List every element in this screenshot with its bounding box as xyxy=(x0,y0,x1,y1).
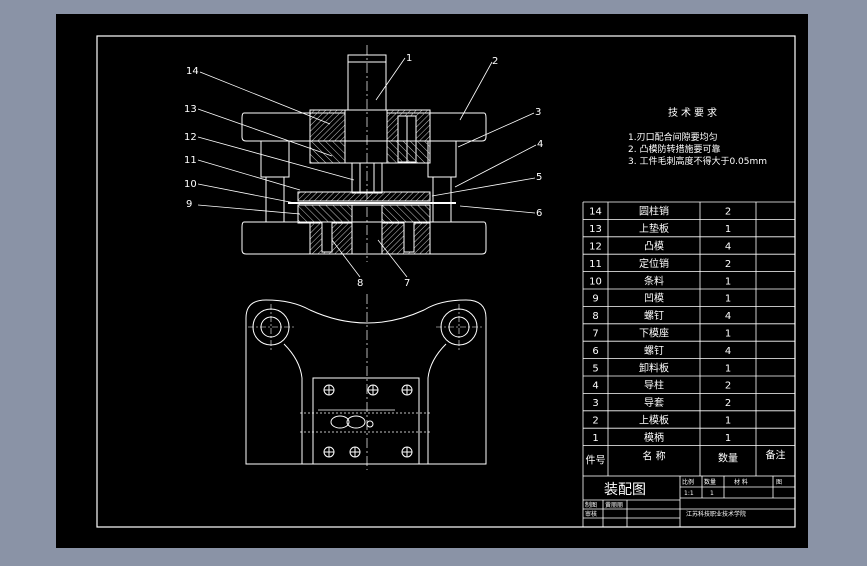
drawing-no-label: 图 xyxy=(776,479,782,486)
title-block xyxy=(582,475,796,528)
parts-row-name: 下模座 xyxy=(639,327,669,340)
die-plan xyxy=(312,377,420,465)
count-value: 1 xyxy=(710,490,714,497)
parts-header-name: 名 称 xyxy=(642,450,665,463)
parts-row-no: 7 xyxy=(592,329,598,340)
parts-row-qty: 1 xyxy=(725,416,731,427)
callout-9: 9 xyxy=(186,199,192,210)
callout-7: 7 xyxy=(404,278,410,289)
parts-row-no: 4 xyxy=(592,381,598,392)
callout-8: 8 xyxy=(357,278,363,289)
callout-numbers: 1 2 3 4 5 6 7 8 9 10 11 12 13 14 xyxy=(184,53,543,289)
parts-row-name: 螺钉 xyxy=(644,345,664,357)
callout-5: 5 xyxy=(536,172,542,183)
parts-row-name: 圆柱销 xyxy=(639,205,669,218)
title-block-text: 装配图 比例 数量 材 料 图 1:1 1 制图 黄丽丽 审核 江苏科技职业技术… xyxy=(585,478,782,518)
drawn-label: 制图 xyxy=(585,501,597,509)
screw-right xyxy=(403,221,415,253)
parts-row-name: 条料 xyxy=(644,274,664,287)
tech-requirement-2: 2. 凸模防转措施要可靠 xyxy=(628,143,720,155)
parts-row-no: 3 xyxy=(592,398,598,409)
plan-view xyxy=(245,294,487,470)
checked-label: 审核 xyxy=(585,510,597,518)
parts-row-name: 导柱 xyxy=(644,379,664,392)
parts-row-name: 定位销 xyxy=(639,257,669,270)
parts-row-no: 2 xyxy=(592,416,598,427)
callout-14: 14 xyxy=(186,66,199,77)
tech-requirement-1: 1.刃口配合间隙要均匀 xyxy=(628,131,718,143)
technical-requirements: 技术要求 1.刃口配合间隙要均匀 2. 凸模防转措施要可靠 3. 工件毛刺高度不… xyxy=(628,106,767,167)
parts-row-qty: 4 xyxy=(725,346,731,357)
section-view xyxy=(241,45,487,262)
parts-header-qty: 数量 xyxy=(718,452,738,465)
callout-10: 10 xyxy=(184,179,197,190)
upper-die-plate xyxy=(241,112,487,142)
parts-row-name: 凹模 xyxy=(644,293,664,305)
callout-11: 11 xyxy=(184,155,197,166)
drawing-sheet xyxy=(56,14,808,548)
parts-row-no: 6 xyxy=(592,346,598,357)
parts-row-name: 凸模 xyxy=(644,241,664,253)
screw-left xyxy=(321,221,333,253)
callout-3: 3 xyxy=(535,107,541,118)
parts-row-no: 1 xyxy=(592,433,598,444)
scale-label: 比例 xyxy=(682,478,694,486)
parts-row-qty: 1 xyxy=(725,294,731,305)
stripper-plate xyxy=(297,191,431,202)
parts-row-qty: 1 xyxy=(725,363,731,374)
parts-row-qty: 4 xyxy=(725,242,731,253)
tech-requirement-3: 3. 工件毛刺高度不得大于0.05mm xyxy=(628,155,767,167)
parts-row-qty: 2 xyxy=(725,398,731,409)
parts-row-no: 12 xyxy=(589,242,602,253)
parts-row-no: 10 xyxy=(589,276,602,287)
parts-row-qty: 2 xyxy=(725,207,731,218)
parts-row-name: 螺钉 xyxy=(644,310,664,322)
parts-header-no: 件号 xyxy=(586,455,606,467)
parts-row-no: 8 xyxy=(592,311,598,322)
parts-row-qty: 1 xyxy=(725,433,731,444)
parts-row-no: 11 xyxy=(589,259,602,270)
scale-value: 1:1 xyxy=(684,490,694,497)
parts-row-qty: 1 xyxy=(725,276,731,287)
lower-die-seat-plan xyxy=(245,299,487,465)
material-label: 材 料 xyxy=(734,478,748,486)
parts-header-note: 备注 xyxy=(766,449,786,462)
drawing-title: 装配图 xyxy=(604,482,646,498)
school-name: 江苏科技职业技术学院 xyxy=(686,510,746,518)
parts-row-no: 5 xyxy=(592,363,598,374)
count-label: 数量 xyxy=(704,478,716,486)
parts-row-no: 14 xyxy=(589,207,602,218)
callout-12: 12 xyxy=(184,132,197,143)
parts-row-no: 9 xyxy=(592,294,598,305)
parts-row-no: 13 xyxy=(589,224,602,235)
parts-row-name: 导套 xyxy=(644,396,664,409)
parts-row-qty: 2 xyxy=(725,381,731,392)
parts-row-qty: 1 xyxy=(725,224,731,235)
parts-row-name: 模柄 xyxy=(644,431,664,444)
callout-1: 1 xyxy=(406,53,412,64)
callout-4: 4 xyxy=(537,139,543,150)
parts-row-name: 卸料板 xyxy=(639,361,669,374)
callout-13: 13 xyxy=(184,104,197,115)
parts-row-qty: 4 xyxy=(725,311,731,322)
parts-row-name: 上垫板 xyxy=(639,222,669,235)
parts-row-qty: 2 xyxy=(725,259,731,270)
leader-lines xyxy=(197,57,537,278)
callout-6: 6 xyxy=(536,208,542,219)
callout-2: 2 xyxy=(492,56,498,67)
designer-name: 黄丽丽 xyxy=(605,501,623,509)
tech-requirements-title: 技术要求 xyxy=(668,106,720,119)
plan-view-screws xyxy=(323,384,413,458)
lower-die-seat xyxy=(241,221,487,255)
parts-row-qty: 1 xyxy=(725,329,731,340)
parts-row-name: 上模板 xyxy=(639,414,669,427)
